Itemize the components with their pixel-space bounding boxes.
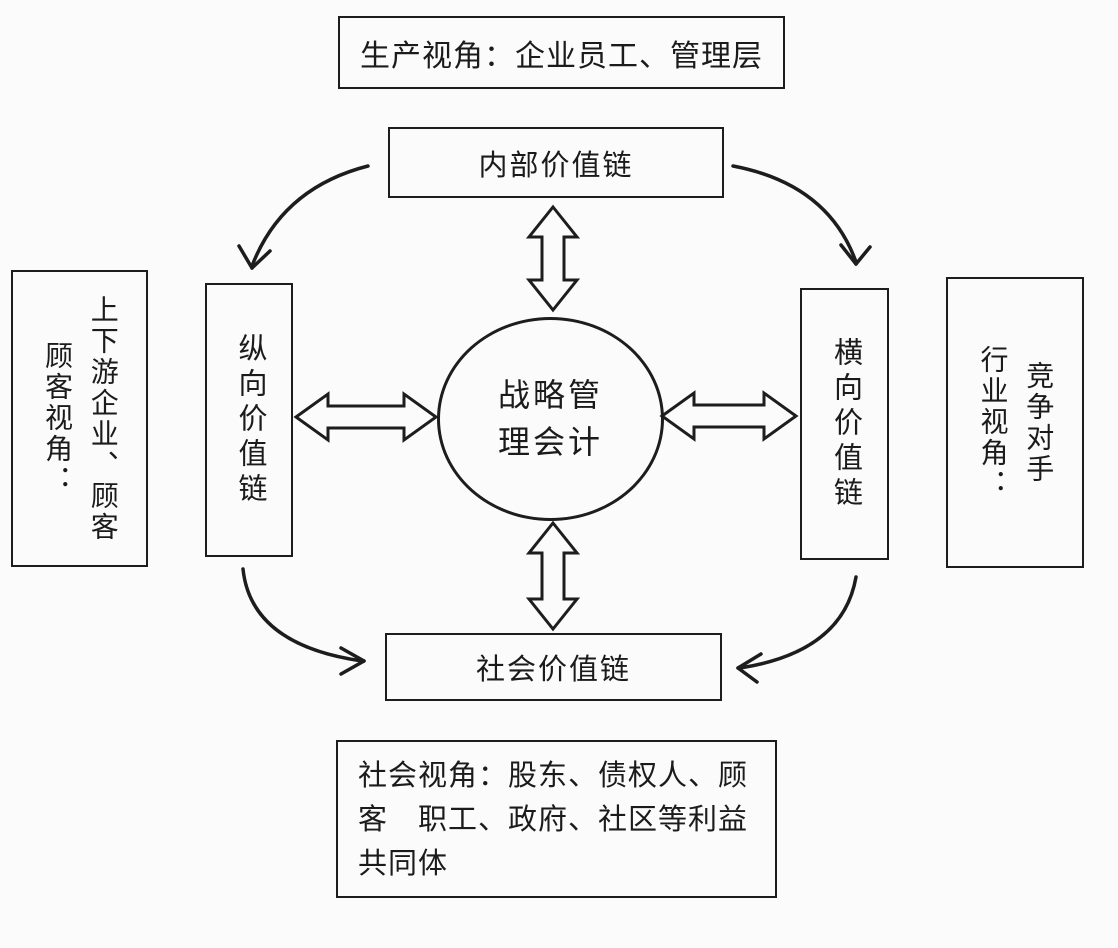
curved-arrow-bottom-right-icon	[736, 575, 858, 684]
curved-arrow-bottom-left-icon	[241, 567, 366, 676]
circle-text-line2: 理会计	[497, 424, 603, 460]
production-perspective-text: 生产视角：企业员工、管理层	[360, 39, 763, 73]
customer-perspective-detail: 上下游企业、顾客	[87, 294, 119, 543]
double-arrow-left-icon	[293, 391, 439, 443]
social-perspective-line3: 共同体	[358, 848, 449, 880]
double-arrow-right-icon	[659, 390, 799, 442]
customer-perspective-label: 顾客视角：	[42, 341, 73, 496]
double-arrow-bottom-icon	[525, 520, 581, 632]
industry-perspective-box: 行业视角： 竞争对手	[946, 277, 1084, 568]
strategic-management-accounting-circle: 战略管 理会计	[437, 317, 664, 521]
circle-text-line1: 战略管	[497, 377, 603, 413]
customer-perspective-box: 顾客视角： 上下游企业、顾客	[11, 270, 148, 567]
internal-value-chain-label: 内部价值链	[478, 149, 634, 182]
social-value-chain-label: 社会价值链	[475, 654, 631, 686]
industry-perspective-detail: 竞争对手	[1023, 360, 1055, 485]
vertical-value-chain-box: 纵向价值链	[205, 283, 293, 557]
industry-perspective-label: 行业视角：	[977, 345, 1009, 500]
social-perspective-line2: 客 职工、政府、社区等利益	[358, 804, 749, 836]
horizontal-value-chain-label: 横向价值链	[829, 336, 862, 512]
production-perspective-note: 生产视角：企业员工、管理层	[338, 16, 785, 89]
curved-arrow-top-right-icon	[731, 164, 872, 266]
internal-value-chain-box: 内部价值链	[388, 127, 724, 198]
horizontal-value-chain-box: 横向价值链	[800, 288, 889, 560]
double-arrow-top-icon	[525, 204, 581, 313]
vertical-value-chain-label: 纵向价值链	[233, 332, 266, 508]
social-perspective-line1: 社会视角：股东、债权人、顾	[358, 760, 749, 792]
social-value-chain-box: 社会价值链	[385, 633, 722, 701]
social-perspective-note: 社会视角：股东、债权人、顾 客 职工、政府、社区等利益 共同体	[336, 740, 777, 898]
curved-arrow-top-left-icon	[237, 164, 370, 270]
